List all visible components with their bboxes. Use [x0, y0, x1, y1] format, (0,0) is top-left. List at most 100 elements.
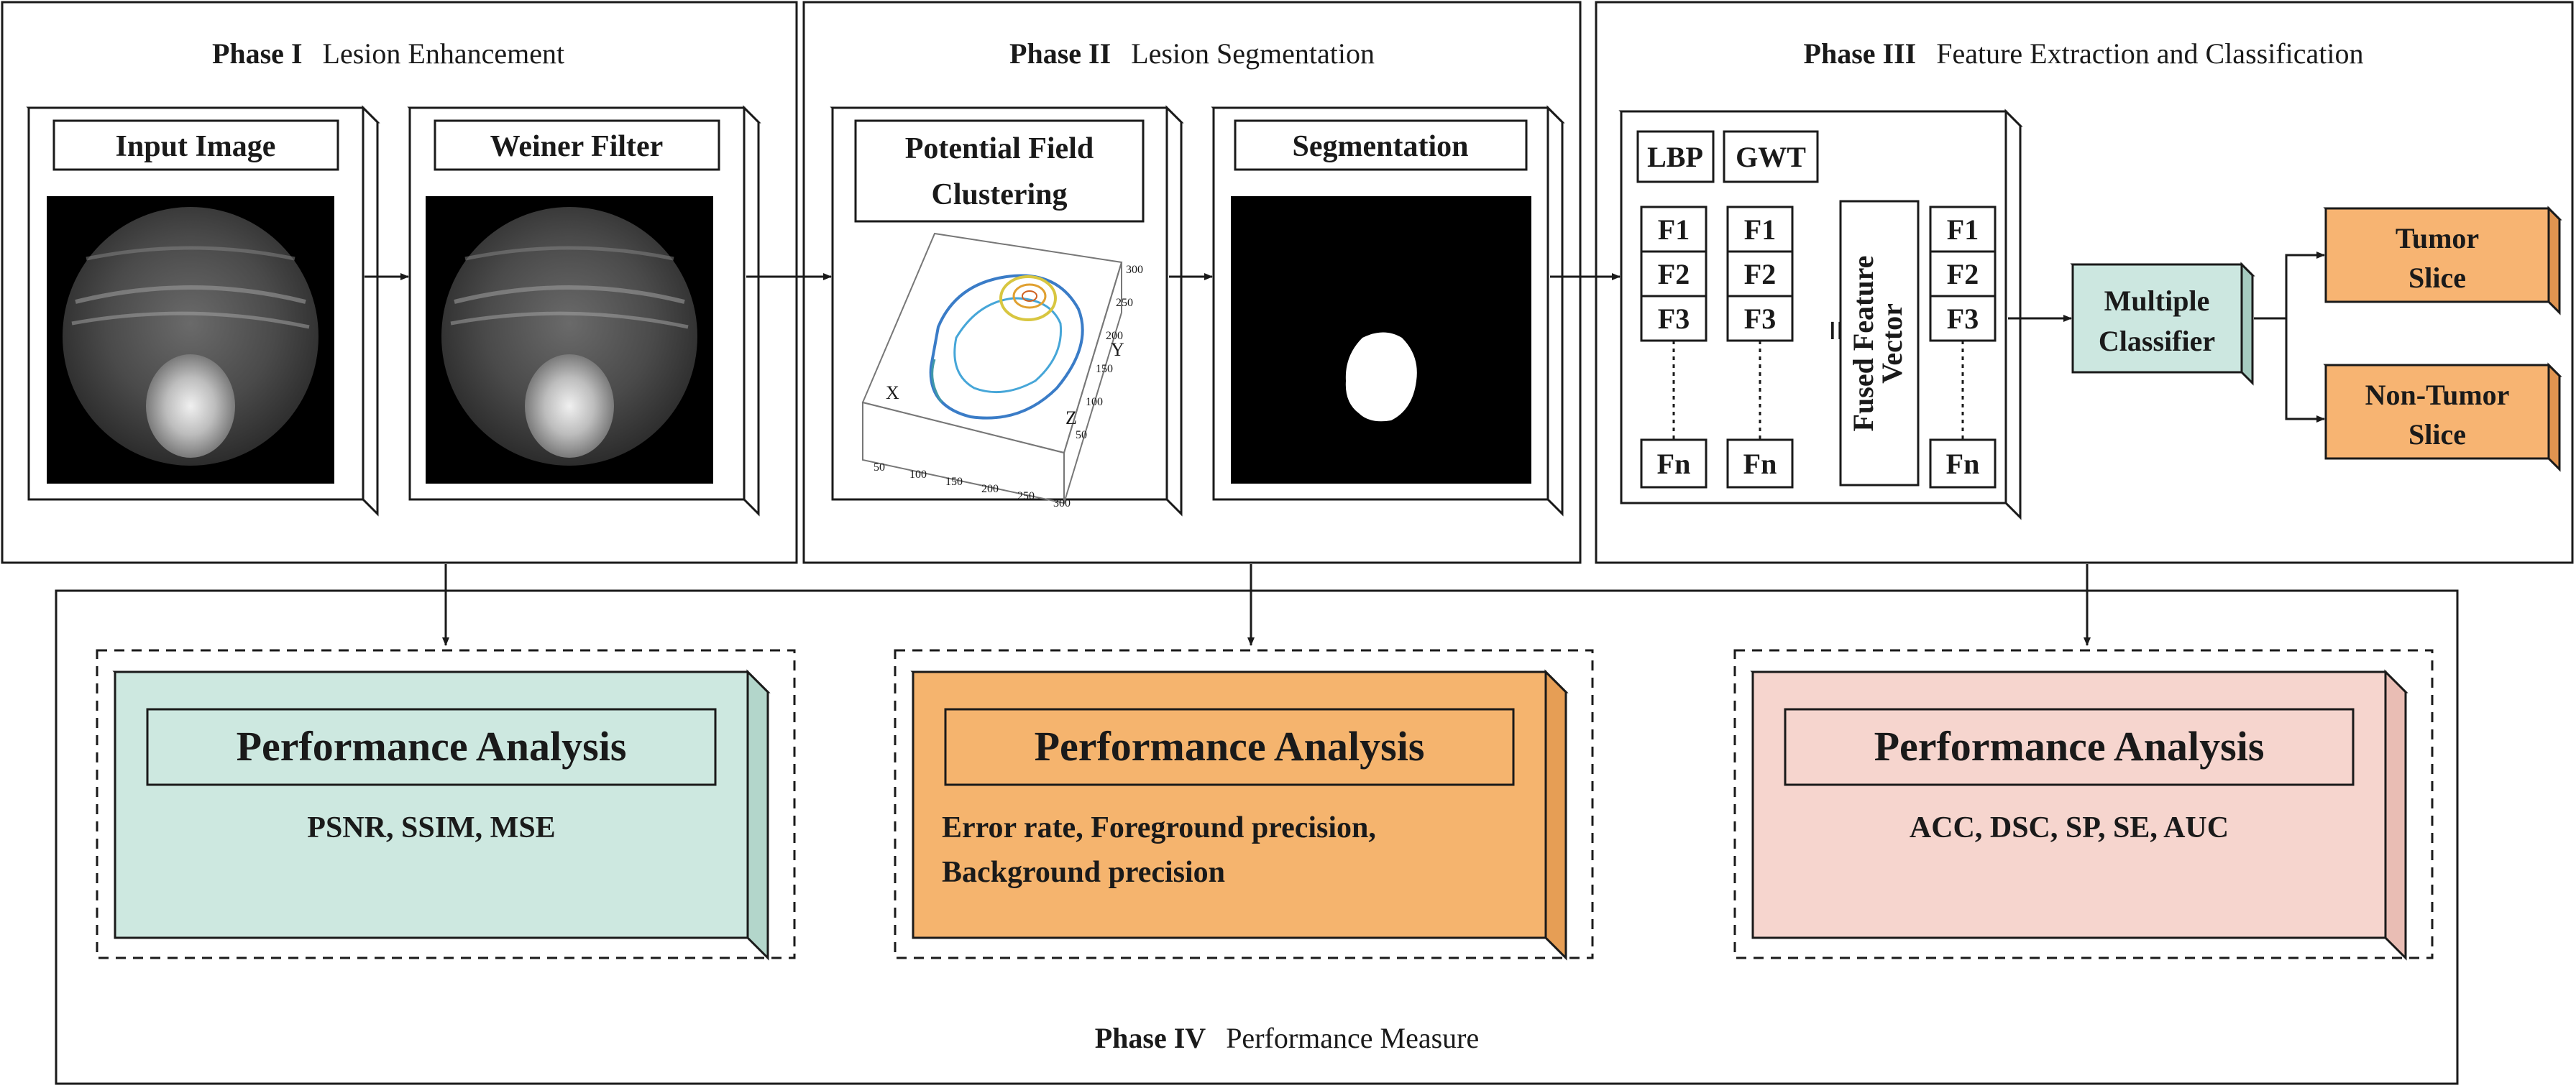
plot-tick-right: 50	[1076, 429, 1087, 441]
plot-tick-right: 150	[1096, 363, 1113, 375]
segmentation-mask-image	[1231, 196, 1531, 484]
analysis-metrics-line1: ACC, DSC, SP, SE, AUC	[1910, 811, 2229, 844]
plot-tick-bottom: 300	[1053, 497, 1071, 510]
input-image-label: Input Image	[116, 130, 276, 163]
segmentation-label: Segmentation	[1293, 130, 1469, 163]
feature-cell-last	[1726, 438, 1794, 489]
weiner-filter-card: Weiner Filter	[407, 105, 761, 517]
fused-feature-vector-box	[1839, 200, 1920, 487]
gwt-box	[1723, 130, 1819, 183]
analysis-dashed-border	[1733, 649, 2434, 959]
feature-label: F2	[1744, 258, 1776, 290]
phase1-box	[1, 1, 798, 564]
feature-cell	[1726, 295, 1794, 342]
pfc-label-line2: Clustering	[932, 178, 1068, 211]
analysis-metrics-line1: Error rate, Foreground precision,	[942, 811, 1376, 844]
feature-cell	[1640, 250, 1708, 298]
non-tumor-slice-box: Non-Tumor Slice	[2323, 362, 2562, 472]
plot-ticks-right: 300 250 200 150 100 50	[1076, 264, 1143, 441]
pfc-label-box	[854, 119, 1145, 223]
analysis-card-face	[912, 670, 1547, 939]
tumor-line1: Tumor	[2396, 222, 2479, 254]
feature-label: F3	[1947, 303, 1979, 335]
plot-tick-right: 100	[1086, 396, 1103, 408]
feature-cell	[1640, 206, 1708, 253]
analysis-title-box	[944, 708, 1515, 786]
pfc-label-line1: Potential Field	[905, 132, 1094, 165]
feature-cell	[1929, 206, 1997, 253]
analysis-dashed-border	[96, 649, 796, 959]
feature-cell	[1929, 250, 1997, 298]
tumor-slice-box: Tumor Slice	[2323, 206, 2562, 315]
non-tumor-line1: Non-Tumor	[2365, 379, 2510, 411]
analysis-metrics-line1: PSNR, SSIM, MSE	[307, 811, 555, 844]
plot-axis-y: Y	[1111, 339, 1124, 360]
plot-tick-bottom: 250	[1017, 490, 1035, 502]
plot-tick-right: 300	[1126, 264, 1143, 276]
multiple-classifier-box: Multiple Classifier	[2070, 262, 2255, 386]
phase4-box	[55, 589, 2459, 1085]
feature-label-last: Fn	[1743, 448, 1777, 480]
segmentation-card: Segmentation	[1211, 105, 1565, 517]
plot-axis-z: Z	[1065, 407, 1077, 428]
analysis-title-box	[1784, 708, 2355, 786]
potential-field-clustering-card: Potential Field Clustering X Y Z 50 100 15…	[830, 105, 1184, 517]
feature-label: F1	[1658, 213, 1690, 246]
phase3-box	[1595, 1, 2574, 564]
lbp-label: LBP	[1647, 141, 1703, 173]
weiner-filter-label: Weiner Filter	[490, 130, 664, 163]
flow-arrows	[365, 252, 2325, 646]
feature-label-last: Fn	[1946, 448, 1980, 480]
feature-label: F2	[1947, 258, 1979, 290]
feature-cell	[1640, 295, 1708, 342]
lbp-box	[1636, 130, 1715, 183]
segmentation-label-box	[1234, 119, 1528, 171]
classifier-line2: Classifier	[2099, 325, 2215, 357]
plot-tick-bottom: 200	[981, 483, 999, 495]
analysis-title: Performance Analysis	[1035, 723, 1425, 770]
plot-tick-right: 200	[1106, 330, 1123, 342]
feature-label: F1	[1947, 213, 1979, 246]
analysis-dashed-border	[894, 649, 1594, 959]
plot-tick-bottom: 100	[909, 469, 927, 481]
analysis-card-face	[1751, 670, 2387, 939]
input-image-label-box	[52, 119, 339, 171]
feature-label: F3	[1744, 303, 1776, 335]
feature-label: F3	[1658, 303, 1690, 335]
fused-feature-vector-line2: Vector	[1876, 303, 1908, 384]
plot-axis-x: X	[886, 382, 899, 403]
plot-tick-right: 250	[1116, 297, 1133, 309]
analysis-metrics-line2: Background precision	[942, 856, 1225, 889]
input-image-card: Input Image	[26, 105, 380, 517]
analysis-title: Performance Analysis	[237, 723, 627, 770]
plot-ticks-bottom: 50 100 150 200 250 300	[874, 461, 1071, 510]
classifier-line1: Multiple	[2104, 285, 2210, 317]
feature-label: F2	[1658, 258, 1690, 290]
analysis-title: Performance Analysis	[1874, 723, 2265, 770]
gwt-label: GWT	[1736, 141, 1806, 173]
plot-tick-bottom: 150	[945, 476, 963, 488]
fused-feature-vector-line1: Fused Feature	[1847, 256, 1879, 432]
feature-label: F1	[1744, 213, 1776, 246]
analysis-title-box	[146, 708, 717, 786]
analysis-card-face	[114, 670, 749, 939]
feature-cell	[1726, 206, 1794, 253]
feature-cell-last	[1929, 438, 1997, 489]
plot-tick-bottom: 50	[874, 461, 885, 474]
phase2-box	[802, 1, 1582, 564]
